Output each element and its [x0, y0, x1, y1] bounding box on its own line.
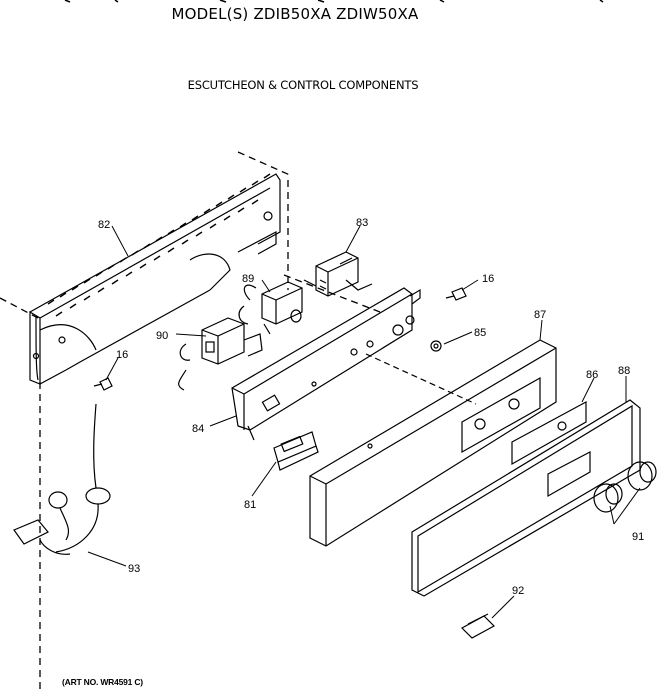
- callout-86: 86: [586, 369, 598, 381]
- infinite-switch-part: [178, 317, 263, 391]
- frame-bracket-part: [29, 173, 281, 385]
- wiring-harness-part: [13, 403, 111, 555]
- clip-part: [461, 613, 495, 639]
- callout-81: 81: [244, 499, 256, 511]
- callout-89: 89: [242, 273, 254, 285]
- callout-16-left: 16: [116, 349, 128, 361]
- assembly-lines: [365, 353, 477, 405]
- page-subtitle: ESCUTCHEON & CONTROL COMPONENTS: [187, 78, 419, 92]
- overlay-part: [411, 399, 641, 597]
- leader-lines: [87, 225, 641, 619]
- callout-93: 93: [128, 563, 140, 575]
- callout-85: 85: [474, 327, 486, 339]
- page-title: MODEL(S) ZDIB50XA ZDIW50XA: [171, 5, 419, 23]
- screw-85: [430, 340, 442, 352]
- control-bracket-part: [231, 287, 421, 441]
- callout-16-right: 16: [482, 273, 494, 285]
- callout-83: 83: [356, 217, 368, 229]
- screw-16-left: [93, 377, 113, 391]
- callout-91: 91: [632, 531, 644, 543]
- callout-92: 92: [512, 585, 524, 597]
- art-number: (ART NO. WR4591 C): [62, 677, 143, 687]
- callout-labels: 82 83 89 16 87 85 90 16 86 88 84 81 91 9…: [98, 217, 644, 597]
- callout-84: 84: [192, 423, 204, 435]
- selector-switch-part: [238, 281, 303, 335]
- callout-88: 88: [618, 365, 630, 377]
- switch-part: [303, 251, 373, 297]
- callout-82: 82: [98, 219, 110, 231]
- top-edge-remnants: [64, 0, 604, 3]
- window-part: [511, 400, 587, 466]
- screw-16-right: [445, 287, 467, 301]
- callout-87: 87: [534, 309, 546, 321]
- callout-90: 90: [156, 330, 168, 342]
- knob-part: [593, 461, 657, 513]
- connector-part: [273, 431, 319, 471]
- escutcheon-part: [309, 339, 557, 547]
